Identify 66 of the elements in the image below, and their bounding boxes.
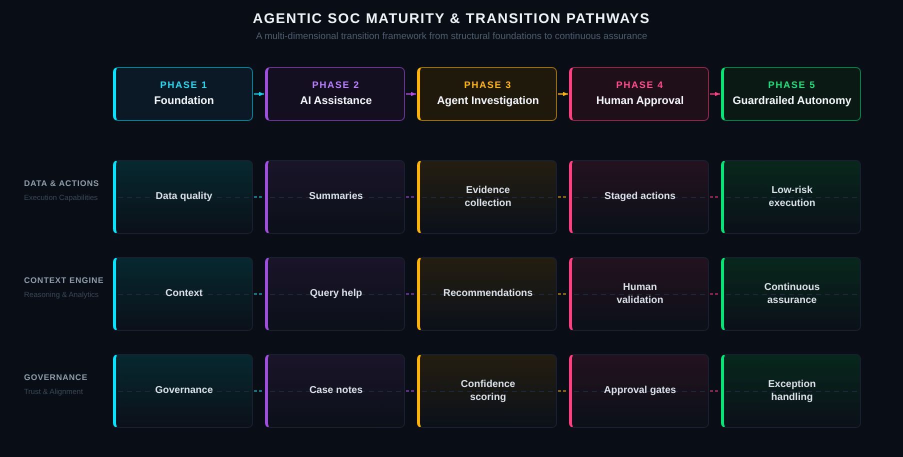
phase-box bbox=[721, 67, 861, 121]
capability-card bbox=[417, 257, 557, 331]
dashed-connector bbox=[406, 293, 416, 295]
capability-label: Approval gates bbox=[604, 384, 676, 398]
capability-label: Context bbox=[165, 287, 203, 301]
dashed-connector bbox=[710, 196, 720, 198]
capability-card bbox=[417, 160, 557, 234]
capability-label: Recommendations bbox=[443, 287, 533, 301]
capability-card bbox=[569, 160, 709, 234]
capability-card bbox=[569, 354, 709, 428]
capability-card bbox=[721, 160, 861, 234]
capability-card bbox=[113, 257, 253, 331]
dashed-connector bbox=[710, 390, 720, 392]
capability-label: Governance bbox=[155, 384, 213, 398]
phase-number: PHASE 3 bbox=[464, 80, 512, 92]
phase-number: PHASE 5 bbox=[768, 80, 816, 92]
capability-label: Human validation bbox=[616, 280, 664, 308]
capability-card bbox=[265, 354, 405, 428]
phase-number: PHASE 4 bbox=[616, 80, 664, 92]
phase-number: PHASE 1 bbox=[160, 80, 208, 92]
capability-card bbox=[113, 160, 253, 234]
dashed-connector bbox=[710, 293, 720, 295]
phase-number: PHASE 2 bbox=[312, 80, 360, 92]
arrow bbox=[558, 92, 568, 96]
row-heading: DATA & ACTIONS bbox=[24, 179, 100, 188]
capability-label: Summaries bbox=[309, 190, 363, 204]
capability-card bbox=[569, 257, 709, 331]
arrow bbox=[710, 92, 720, 96]
dashed-connector bbox=[406, 196, 416, 198]
arrow bbox=[254, 92, 264, 96]
phase-title: Human Approval bbox=[596, 95, 684, 108]
capability-card bbox=[417, 354, 557, 428]
capability-card bbox=[721, 354, 861, 428]
phase-title: Guardrailed Autonomy bbox=[732, 95, 852, 108]
capability-label: Exception handling bbox=[767, 378, 817, 404]
phase-box bbox=[265, 67, 405, 121]
phase-box bbox=[417, 67, 557, 121]
capability-label: Low-risk execution bbox=[768, 184, 816, 210]
row-heading: CONTEXT ENGINE bbox=[24, 276, 104, 285]
capability-card bbox=[265, 257, 405, 331]
phase-title: Foundation bbox=[154, 95, 214, 108]
capability-label: Data quality bbox=[156, 190, 212, 204]
capability-card bbox=[113, 354, 253, 428]
row-heading: GOVERNANCE bbox=[24, 373, 88, 382]
capability-card bbox=[265, 160, 405, 234]
subtitle: A multi-dimensional transition framework from structural foundations to continuous assurance bbox=[256, 31, 648, 42]
dashed-connector bbox=[254, 196, 264, 198]
phase-box bbox=[569, 67, 709, 121]
dashed-connector bbox=[406, 390, 416, 392]
capability-label: Query help bbox=[310, 287, 362, 301]
arrow bbox=[406, 92, 416, 96]
capability-label: Staged actions bbox=[604, 190, 676, 204]
dashed-connector bbox=[254, 390, 264, 392]
capability-card bbox=[721, 257, 861, 331]
capability-label: Evidence collection bbox=[464, 184, 512, 210]
capability-label: Confidence scoring bbox=[460, 378, 516, 404]
dashed-connector bbox=[254, 293, 264, 295]
phase-box bbox=[113, 67, 253, 121]
dashed-connector bbox=[558, 196, 568, 198]
diagram-title: AGENTIC SOC MATURITY & TRANSITION PATHWAYS bbox=[252, 10, 650, 26]
phase-title: AI Assistance bbox=[300, 95, 372, 108]
capability-label: Continuous assurance bbox=[763, 280, 821, 308]
dashed-connector bbox=[558, 390, 568, 392]
capability-label: Case notes bbox=[309, 384, 363, 398]
dashed-connector bbox=[558, 293, 568, 295]
phase-title: Agent Investigation bbox=[436, 95, 540, 108]
